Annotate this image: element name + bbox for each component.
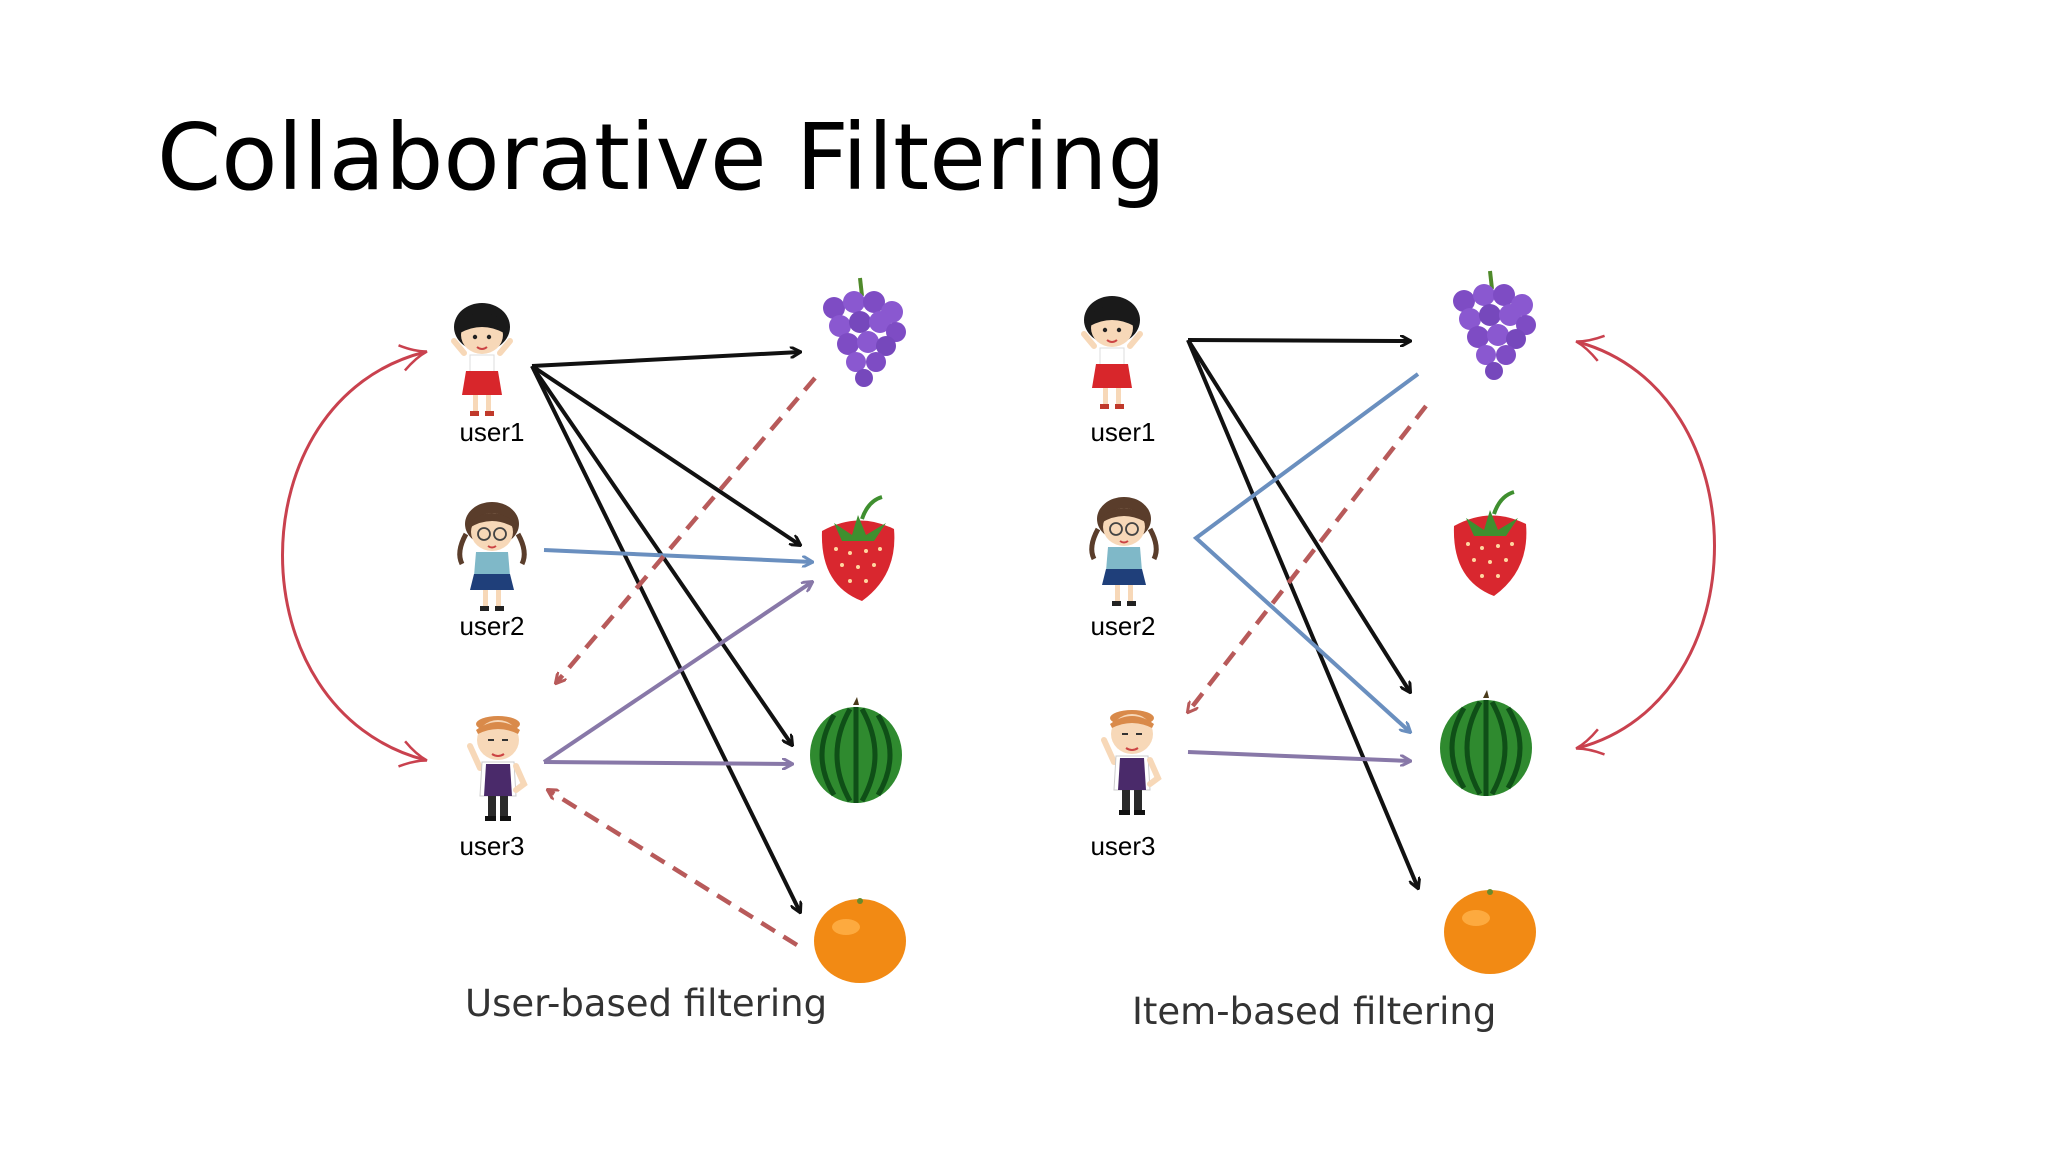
item-based-user1-label: user1 [1090, 417, 1155, 447]
user1-avatar [454, 303, 510, 416]
user2-likes-arrow [543, 548, 812, 562]
recommendation-arrows [548, 376, 817, 947]
user3-likes-arrows [542, 582, 812, 764]
item-similarity-arc [1575, 334, 1716, 756]
slide-title: Collaborative Filtering [157, 104, 1166, 211]
item-based-panel: user1 user2 user3 Item-based filtering [1084, 269, 1716, 1033]
user-similarity-arc [281, 344, 428, 768]
strawberry-icon [819, 495, 897, 603]
item-based-strawberry-icon [1451, 490, 1529, 598]
orange-icon [814, 898, 906, 983]
item-based-user1-likes-arrows [1186, 340, 1418, 888]
user1-label: user1 [459, 417, 524, 447]
user-based-panel: user1 user2 user3 User-based filtering [281, 276, 908, 1025]
item-based-orange-icon [1444, 889, 1536, 974]
user2-avatar [460, 502, 525, 611]
user3-avatar [470, 716, 524, 821]
item-based-caption: Item-based filtering [1132, 990, 1496, 1033]
item-based-recommendation-arrow [1188, 404, 1428, 712]
item-based-user3-avatar [1104, 710, 1158, 815]
item-based-watermelon-icon [1440, 690, 1532, 796]
item-based-user1-avatar [1084, 296, 1140, 409]
user-based-caption: User-based filtering [465, 982, 827, 1025]
item-based-user2-avatar [1092, 497, 1157, 606]
item-based-user3-likes-arrow [1187, 750, 1410, 761]
item-based-grapes-icon [1451, 269, 1538, 382]
watermelon-icon [810, 697, 902, 803]
user3-label: user3 [459, 831, 524, 861]
grapes-icon [821, 276, 908, 389]
item-based-user2-likes-arrows [1192, 372, 1420, 732]
item-based-user2-label: user2 [1090, 611, 1155, 641]
user1-likes-arrows [530, 352, 800, 912]
user2-label: user2 [459, 611, 524, 641]
item-based-user3-label: user3 [1090, 831, 1155, 861]
